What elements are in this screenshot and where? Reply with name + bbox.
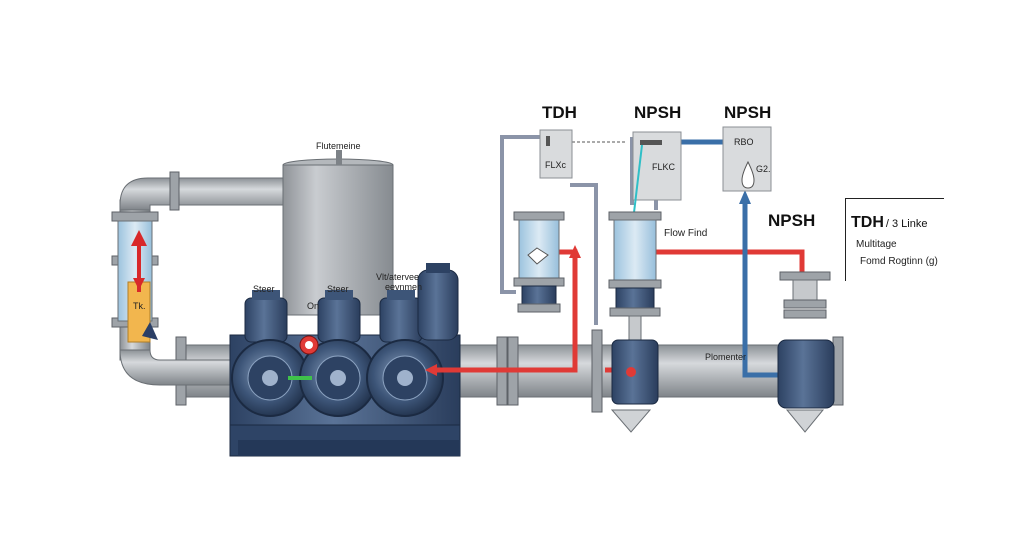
blue-arrow-up	[739, 190, 751, 204]
pump-unit-1	[231, 290, 309, 417]
red-arrow-up	[569, 245, 581, 258]
info-box-line1: Multitage	[856, 239, 897, 250]
npsh-top-center-label: NPSH	[634, 103, 682, 122]
g2-label: G2.	[756, 164, 771, 174]
flx-box	[539, 129, 573, 179]
right-valve	[777, 271, 835, 433]
npsh-right-label: NPSH	[768, 211, 816, 230]
valves-label-line1: Vlt/atervee	[376, 272, 420, 282]
red-gauge	[299, 335, 319, 355]
tdh-top-label: TDH	[542, 103, 577, 122]
steer-label-2: Steer	[327, 284, 349, 294]
info-box-title-suffix: / 3 Linke	[885, 218, 928, 230]
pump-unit-3	[366, 290, 444, 417]
center-instrument	[608, 211, 662, 433]
rear-motor	[417, 263, 459, 341]
tank-top-label: Flutemeine	[316, 141, 361, 151]
on-label: On	[307, 301, 320, 311]
info-box: TDH/ 3 Linke Multitage Fomd Rogtinn (g)	[845, 198, 944, 281]
rbo-label: RBO	[734, 137, 754, 147]
npsh-top-right-label: NPSH	[724, 103, 772, 122]
steer-label-1: Steer	[253, 284, 275, 294]
valves-label-line2: eevnmen	[385, 282, 423, 292]
plomenter-label: Plomenter	[705, 352, 747, 362]
info-box-line2: Fomd Rogtinn (g)	[860, 256, 938, 267]
flx-label: FLXc	[545, 160, 567, 170]
info-box-title: TDH/ 3 Linke	[851, 215, 927, 231]
info-box-title-main: TDH	[851, 214, 884, 231]
rbo-box	[722, 126, 772, 192]
tank-tk-label: Tk.	[133, 301, 146, 311]
left-sight-glass	[117, 220, 158, 343]
left-instrument	[513, 211, 565, 313]
flkc-label: FLKC	[652, 162, 676, 172]
flow-find-label: Flow Find	[664, 228, 708, 239]
red-arrow-left	[425, 364, 437, 376]
flkc-box	[632, 131, 682, 201]
